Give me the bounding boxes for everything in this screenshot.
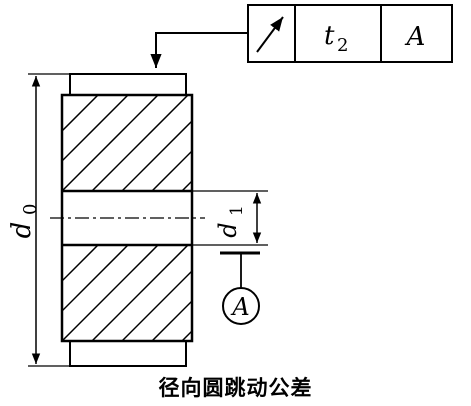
- datum-letter: A: [230, 293, 249, 321]
- datum-symbol-a: A: [220, 251, 260, 325]
- gear-section: [50, 73, 205, 367]
- circular-runout-arrow-icon: [256, 16, 284, 53]
- bore-diameter-dimension: d 1: [192, 190, 268, 246]
- bore-diameter-subscript: 1: [227, 205, 247, 216]
- outer-diameter-dimension: d 0: [7, 73, 70, 367]
- tolerance-value-subscript: 2: [337, 35, 348, 56]
- outer-diameter-symbol: d: [7, 222, 37, 239]
- tolerance-frame: t 2 A: [247, 4, 453, 63]
- outer-diameter-subscript: 0: [20, 204, 41, 215]
- leader-line: [150, 32, 248, 68]
- section-hatch-bottom: [62, 245, 192, 341]
- bore-diameter-symbol: d: [214, 222, 242, 237]
- figure-caption: 径向圆跳动公差: [158, 376, 313, 400]
- frame-datum-letter: A: [405, 22, 426, 52]
- tolerance-value-symbol: t: [324, 21, 335, 51]
- section-hatch-top: [62, 95, 192, 191]
